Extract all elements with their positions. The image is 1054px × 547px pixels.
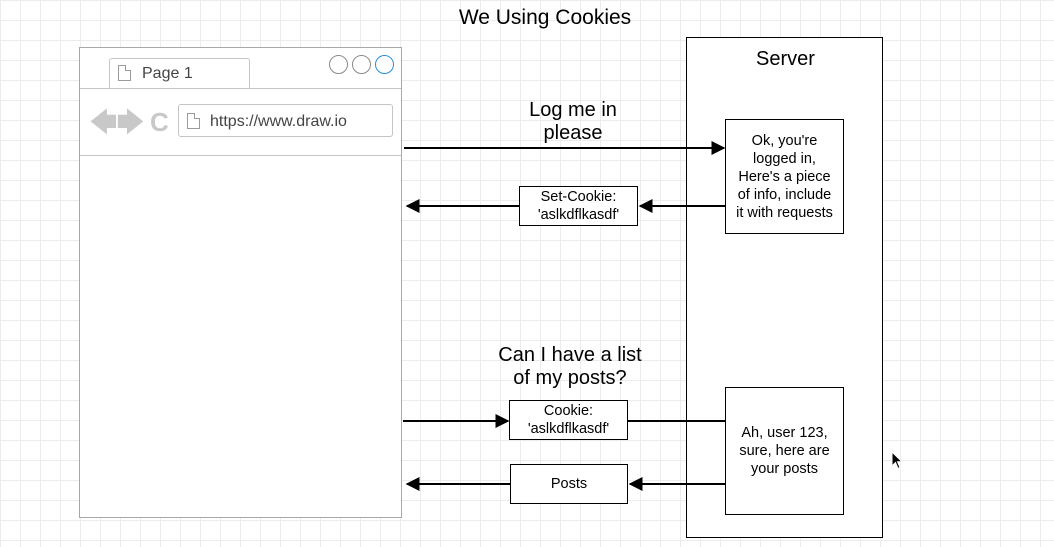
- back-arrow-icon: 🡄: [90, 107, 117, 137]
- tab-label: Page 1: [142, 65, 193, 82]
- window-button-3: [375, 55, 394, 74]
- address-bar: https://www.draw.io: [178, 104, 393, 137]
- url-page-icon: [187, 113, 200, 129]
- browser-window: Page 1 🡄 🡆 C https://www.draw.io: [79, 47, 402, 518]
- url-text: https://www.draw.io: [210, 113, 347, 130]
- mouse-cursor-icon: [891, 451, 904, 470]
- forward-arrow-icon: 🡆: [117, 107, 144, 137]
- server-title: Server: [756, 48, 815, 70]
- browser-tab: Page 1: [109, 58, 250, 88]
- posts-request-label: Can I have a list of my posts?: [498, 344, 642, 389]
- login-request-label: Log me in please: [529, 99, 617, 144]
- set-cookie-box: Set-Cookie: 'aslkdflkasdf': [519, 186, 638, 226]
- login-response-box: Ok, you're logged in, Here's a piece of …: [725, 119, 844, 234]
- posts-response-box: Ah, user 123, sure, here are your posts: [725, 387, 844, 515]
- diagram-title: We Using Cookies: [458, 6, 632, 29]
- window-button-2: [352, 55, 371, 74]
- page-icon: [118, 65, 131, 81]
- browser-toolbar: 🡄 🡆 C https://www.draw.io: [80, 88, 401, 156]
- reload-icon: C: [150, 107, 169, 137]
- cookie-box: Cookie: 'aslkdflkasdf': [509, 400, 628, 440]
- window-button-1: [329, 55, 348, 74]
- posts-box: Posts: [510, 464, 628, 504]
